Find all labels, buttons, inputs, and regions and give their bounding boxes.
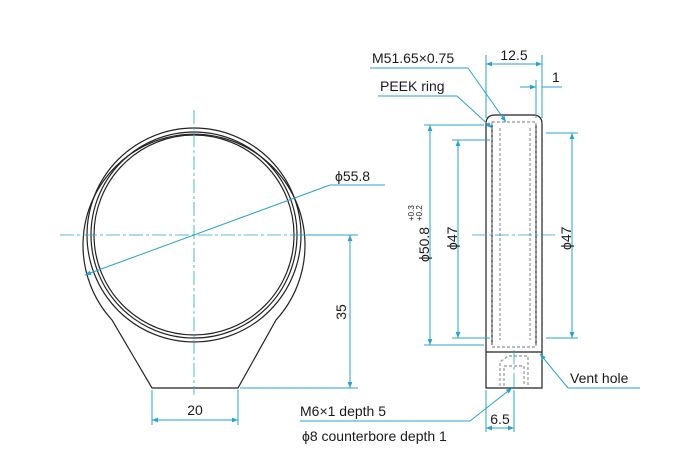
height-label: 35	[333, 304, 349, 320]
step-label: 1	[552, 69, 560, 85]
width-label: 12.5	[500, 47, 527, 63]
peek-leader	[456, 95, 493, 129]
tap-leader	[469, 387, 513, 422]
front-view: ϕ55.8 35 20	[60, 110, 385, 425]
diameter-leader	[84, 184, 331, 276]
side-view: 12.5 1 M51.65×0.75 PEEK ring ϕ50.8 +0.3 …	[300, 47, 640, 444]
holder-outline	[82, 133, 306, 389]
tap-offset-label: 6.5	[490, 411, 510, 427]
bore-label: ϕ50.8	[416, 227, 432, 262]
vent-leader	[539, 353, 569, 389]
base-width-label: 20	[187, 402, 203, 418]
thread-leader	[467, 67, 507, 123]
vent-label: Vent hole	[570, 370, 629, 386]
side-body	[485, 114, 543, 389]
tap-label: M6×1 depth 5	[300, 403, 386, 419]
peek-label: PEEK ring	[380, 78, 445, 94]
diameter-label: ϕ55.8	[335, 168, 370, 184]
bore-tolerance-upper: +0.3	[407, 205, 416, 221]
thread-label: M51.65×0.75	[372, 50, 454, 66]
counterbore-label: ϕ8 counterbore depth 1	[302, 428, 447, 444]
bore-label-group: ϕ50.8	[416, 227, 432, 262]
bore-tolerance-lower: +0.2	[415, 205, 424, 221]
inner-left-label: ϕ47	[444, 226, 460, 250]
inner-right-label: ϕ47	[558, 226, 574, 250]
